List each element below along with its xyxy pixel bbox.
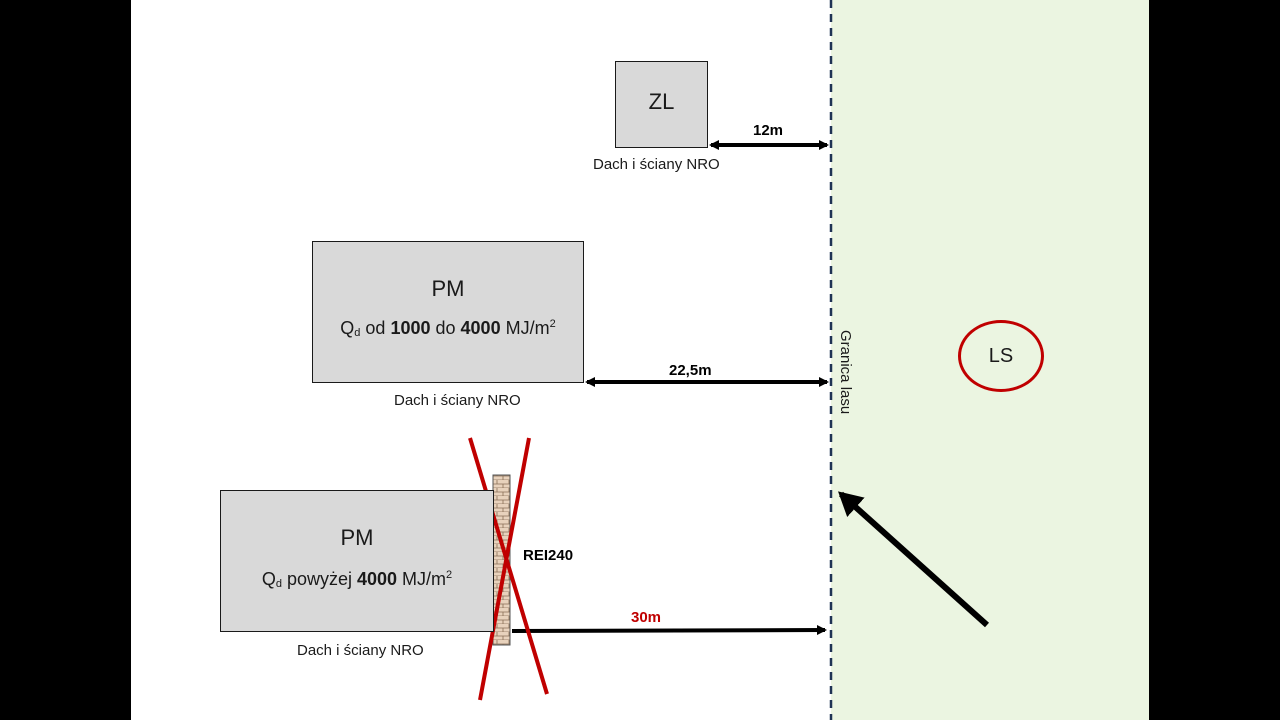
forest-boundary-label: Granica lasu: [837, 330, 854, 415]
cross-line-1: [468, 437, 549, 695]
distance-arrow-30m: [511, 625, 827, 636]
diagram-lines: [468, 0, 990, 720]
forest-fire-arrow: [838, 491, 990, 628]
building-name: ZL: [648, 89, 675, 114]
distance-label: 22,5m: [669, 362, 712, 379]
building-pm-mid: PM Qd od 1000 do 4000 MJ/m2: [312, 241, 584, 383]
wall-rating-label: REI240: [523, 547, 574, 564]
building-name: PM: [340, 525, 374, 550]
building-pm-high: PM Qd powyżej 4000 MJ/m2: [220, 490, 494, 632]
building-caption: Dach i ściany NRO: [593, 156, 720, 173]
forest-marker-label: LS: [988, 344, 1014, 367]
cross-line-2: [478, 437, 531, 701]
building-zl: ZL: [615, 61, 708, 148]
distance-label: 12m: [753, 122, 784, 139]
slide: ZL Dach i ściany NRO 12m PM Qd od 1000 d…: [131, 0, 1149, 720]
building-name: PM: [431, 276, 465, 301]
fire-load-text: Qd powyżej 4000 MJ/m2: [261, 569, 453, 590]
distance-label: 30m: [631, 609, 662, 626]
fire-load-text: Qd od 1000 do 4000 MJ/m2: [340, 318, 556, 339]
building-caption: Dach i ściany NRO: [394, 392, 521, 409]
forest-marker-ls: LS: [958, 320, 1044, 392]
building-caption: Dach i ściany NRO: [297, 642, 424, 659]
